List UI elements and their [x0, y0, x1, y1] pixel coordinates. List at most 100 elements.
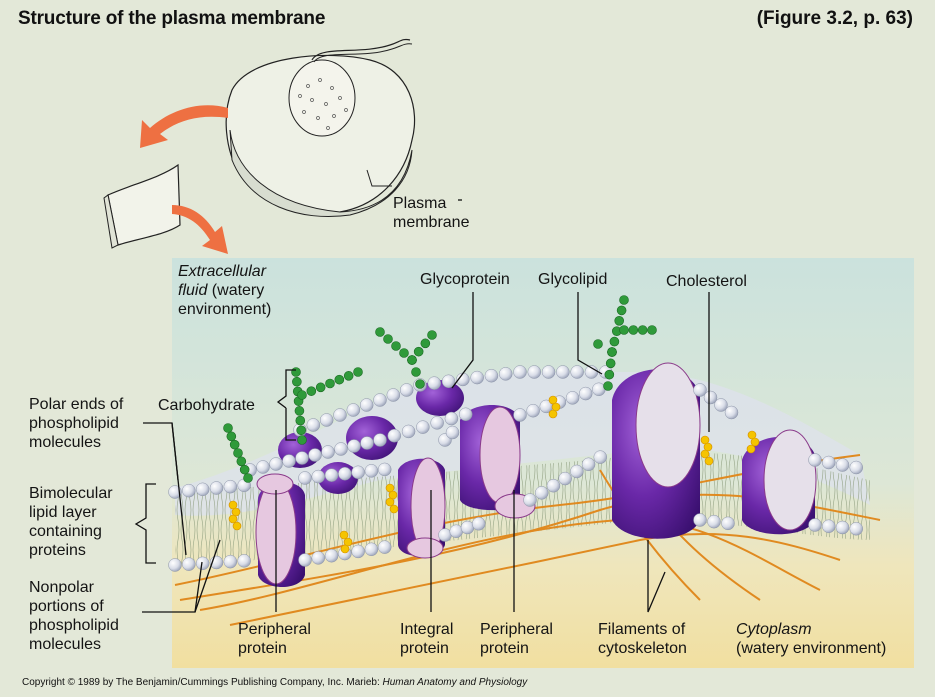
sugar-unit	[628, 325, 639, 335]
sugar-unit	[647, 325, 657, 335]
sugar-unit	[306, 386, 317, 396]
sugar-unit	[236, 456, 247, 467]
phospholipid-head	[430, 416, 444, 430]
label-line: proteins	[29, 542, 86, 559]
integral-protein	[742, 429, 817, 535]
phospholipid-head	[581, 457, 596, 472]
phospholipid-head	[282, 454, 296, 468]
sugar-unit	[292, 376, 302, 387]
phospholipid-head	[269, 457, 283, 471]
phospholipid-head	[513, 408, 527, 422]
phospholipid-heads	[168, 365, 863, 572]
phospholipid-head	[578, 386, 593, 401]
sugar-unit	[295, 415, 306, 426]
phospholipid-head	[527, 365, 542, 379]
carbohydrate-label: Carbohydrate	[158, 397, 255, 414]
label-line: Integral	[400, 621, 454, 638]
phospholipid-head	[570, 464, 584, 479]
phospholipid-head	[498, 367, 513, 381]
phospholipid-head	[306, 418, 321, 432]
phospholipid-head	[333, 408, 347, 422]
phospholipid-head	[724, 405, 739, 420]
label-line: Bimolecular	[29, 485, 113, 502]
cytoplasm-label: Cytoplasm (watery environment)	[736, 620, 886, 658]
phospholipid-head	[458, 407, 473, 422]
phospholipid-head	[714, 398, 728, 412]
phospholipid-head	[703, 390, 718, 405]
phospholipid-head	[541, 365, 556, 379]
phospholipid-head	[835, 458, 850, 472]
figure-reference: (Figure 3.2, p. 63)	[756, 8, 913, 29]
phospholipid-head	[324, 468, 339, 482]
label-line: environment)	[178, 301, 272, 318]
sugar-unit	[399, 348, 409, 358]
label-line: portions of	[29, 598, 104, 615]
phospholipid-head	[256, 460, 270, 474]
label-line: Plasma	[393, 195, 447, 212]
phospholipid-head	[377, 540, 392, 554]
sugar-unit	[297, 435, 307, 445]
copyright-text: Copyright © 1989 by The Benjamin/Cumming…	[22, 677, 383, 688]
label-line: Polar ends of	[29, 396, 124, 413]
label-line: fluid (watery	[178, 281, 271, 300]
phospholipid-head	[441, 374, 456, 389]
label-line: molecules	[29, 434, 102, 451]
phospholipid-head	[849, 460, 863, 475]
phospholipid-head	[319, 413, 334, 427]
peripheral-protein-label: Peripheral protein	[238, 620, 311, 658]
copyright-notice: Copyright © 1989 by The Benjamin/Cumming…	[22, 677, 527, 688]
sugar-unit	[315, 382, 326, 393]
sugar-unit	[619, 295, 629, 305]
sugar-unit	[223, 423, 233, 433]
sugar-unit	[334, 374, 345, 385]
phospholipid-head	[237, 554, 251, 568]
phospholipid-head	[223, 479, 238, 494]
phospholipid-head	[707, 514, 721, 529]
phospholipid-head	[298, 471, 312, 485]
phospholipid-head	[387, 428, 402, 443]
label-line: protein	[480, 640, 529, 657]
label-line: protein	[238, 640, 287, 657]
sugar-unit	[291, 367, 301, 377]
label-line: lipid layer	[29, 504, 97, 521]
phospholipid-head	[401, 424, 416, 439]
filaments-label: Filaments of cytoskeleton	[598, 620, 687, 658]
phospholipid-head	[444, 411, 459, 426]
sugar-unit	[637, 325, 648, 335]
sugar-unit	[415, 379, 425, 389]
label-line: cytoskeleton	[598, 640, 687, 657]
book-title: Human Anatomy and Physiology	[382, 677, 528, 688]
sugar-unit	[243, 473, 253, 483]
sugar-unit	[343, 371, 354, 381]
sugar-unit	[229, 439, 240, 450]
phospholipid-head	[558, 471, 572, 486]
extracellular-fluid-label: Extracellular fluid (watery environment)	[178, 262, 271, 319]
phospholipid-head	[359, 398, 374, 412]
peripheral-protein-label: Peripheral protein	[480, 620, 553, 658]
phospholipid-head	[168, 558, 182, 572]
phospholipid-head	[399, 383, 414, 397]
sugar-unit	[383, 334, 393, 344]
label-line: phospholipid	[29, 617, 119, 634]
sugar-unit	[294, 406, 305, 416]
label-line: Filaments of	[598, 621, 686, 638]
sugar-unit	[413, 346, 424, 357]
phospholipid-head	[835, 520, 850, 535]
nucleus	[288, 59, 356, 137]
phospholipid-head	[808, 453, 822, 467]
sugar-unit	[604, 369, 615, 380]
phospholipid-head	[373, 433, 387, 447]
phospholipid-head	[822, 455, 836, 470]
label-italic: fluid	[178, 282, 208, 299]
sugar-unit	[233, 448, 243, 458]
phospholipid-head	[347, 439, 361, 453]
phospholipid-head	[427, 376, 442, 390]
phospholipid-head	[295, 451, 309, 465]
glycoprotein-label: Glycoprotein	[420, 271, 510, 288]
label-line: Peripheral	[238, 621, 311, 638]
phospholipid-head	[351, 544, 365, 559]
label-line: Cytoplasm	[736, 621, 812, 638]
phospholipid-head	[556, 365, 570, 379]
phospholipid-head	[308, 448, 322, 462]
sugar-unit	[619, 325, 629, 335]
